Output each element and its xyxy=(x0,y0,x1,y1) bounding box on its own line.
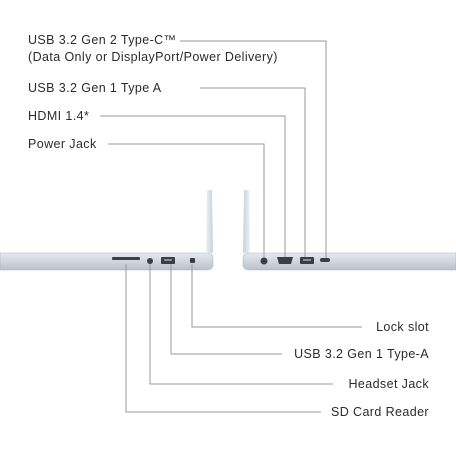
hdmi-label: HDMI 1.4* xyxy=(28,109,90,123)
usb-c-leader xyxy=(180,40,327,258)
usb-a-gen1-bottom-label: USB 3.2 Gen 1 Type-A xyxy=(294,347,429,361)
usb-c-port xyxy=(320,258,330,262)
sd-card-reader-label: SD Card Reader xyxy=(330,405,429,419)
left-laptop xyxy=(0,190,214,271)
usb-a-top-leader xyxy=(200,87,306,257)
usb-a-bottom-leader xyxy=(170,264,282,355)
power-jack-leader xyxy=(108,143,265,257)
lock-slot xyxy=(190,258,195,263)
power-jack-label: Power Jack xyxy=(28,137,97,151)
headset-jack-leader xyxy=(149,264,333,385)
sd-card-leader xyxy=(125,264,321,413)
usb-c-note-label: (Data Only or DisplayPort/Power Delivery… xyxy=(28,50,278,64)
headset-jack-label: Headset Jack xyxy=(348,377,429,391)
hdmi-leader xyxy=(100,115,286,257)
usb-a-gen1-top-label: USB 3.2 Gen 1 Type A xyxy=(28,81,162,95)
power-jack xyxy=(260,257,268,265)
usb-c-label: USB 3.2 Gen 2 Type-C™ xyxy=(28,33,177,47)
right-laptop xyxy=(242,190,456,271)
lock-slot-label: Lock slot xyxy=(376,320,429,334)
headset-jack xyxy=(147,258,153,264)
lock-slot-leader xyxy=(191,264,362,328)
hdmi-port xyxy=(277,257,293,264)
top-leader-lines xyxy=(100,40,327,258)
bottom-leader-lines xyxy=(125,264,362,413)
sd-card-slot xyxy=(112,257,140,260)
